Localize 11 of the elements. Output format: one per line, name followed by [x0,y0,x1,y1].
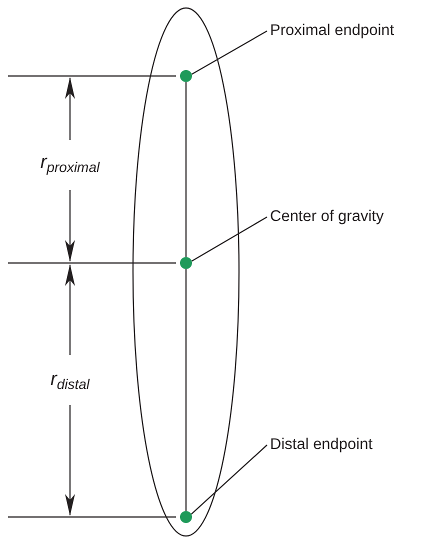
leader-line [191,30,268,75]
segment-line [185,269,187,511]
leader-line [191,216,268,262]
marker-dot [180,511,192,523]
segment-line [185,82,187,257]
marker-dot [180,257,192,269]
callout-label: Center of gravity [270,208,384,226]
leader-line [190,444,268,515]
callout-label: Distal endpoint [270,436,373,454]
marker-dot [180,70,192,82]
callout-label: Proximal endpoint [270,22,394,40]
